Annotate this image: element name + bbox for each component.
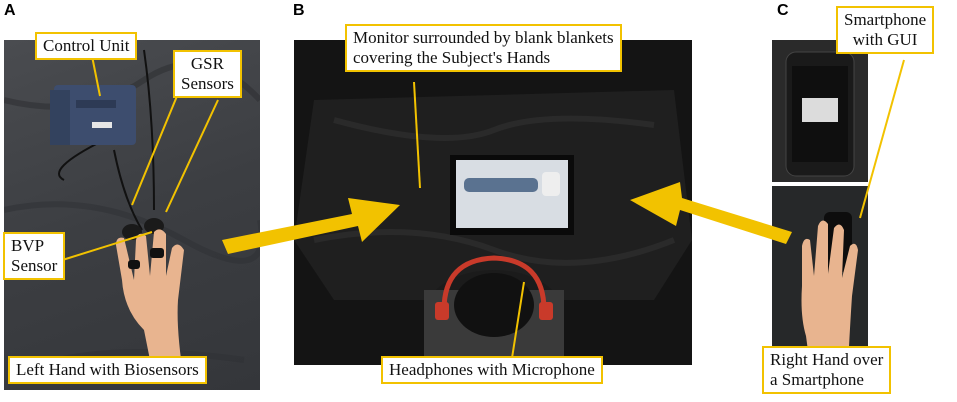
gsr-label-line2: Sensors — [181, 74, 234, 93]
monitor-label: Monitor surrounded by blank blankets cov… — [345, 24, 622, 72]
panel-c-smartphone-illustration — [785, 51, 855, 177]
bvp-pointer — [55, 231, 153, 263]
smartphone-label-line2: with GUI — [852, 30, 918, 49]
bvp-label-line1: BVP — [11, 236, 45, 255]
gsr-pointer-1 — [131, 83, 183, 206]
panel-letter-a: A — [4, 2, 16, 19]
gsr-label-line1: GSR — [190, 54, 224, 73]
monitor-label-line2: covering the Subject's Hands — [353, 48, 551, 67]
right-hand-label-line2: a Smartphone — [770, 370, 864, 389]
headphones-pointer — [511, 281, 525, 359]
left-hand-label: Left Hand with Biosensors — [8, 356, 207, 384]
panel-c-hand-illustration — [772, 186, 868, 366]
control-unit-pointer — [91, 55, 101, 97]
right-hand-label: Right Hand over a Smartphone — [762, 346, 892, 394]
panel-a-illustration — [4, 49, 260, 380]
pointer-lines — [55, 55, 905, 359]
gsr-sensors-label: GSR Sensors — [173, 50, 242, 98]
panel-letter-b: B — [293, 2, 305, 19]
panel-letter-c: C — [777, 2, 789, 19]
smartphone-label-line1: Smartphone — [844, 10, 927, 29]
control-unit-label: Control Unit — [35, 32, 138, 60]
smartphone-pointer — [859, 59, 905, 219]
left-arrow — [222, 198, 400, 254]
smartphone-label: Smartphone with GUI — [836, 6, 935, 54]
bvp-label-line2: Sensor — [11, 256, 58, 275]
monitor-label-line1: Monitor surrounded by blank blankets — [353, 28, 614, 47]
panel-c-hand-photo — [772, 186, 868, 366]
right-hand-label-line1: Right Hand over — [770, 350, 884, 369]
gsr-pointer-2 — [165, 99, 219, 213]
panel-c-smartphone-photo — [772, 40, 868, 182]
bvp-sensor-label: BVP Sensor — [3, 232, 66, 280]
monitor-pointer — [413, 81, 421, 189]
panel-b-illustration — [294, 90, 692, 365]
right-arrow — [630, 182, 792, 244]
panel-a-photo — [4, 40, 260, 390]
headphones-label: Headphones with Microphone — [381, 356, 603, 384]
